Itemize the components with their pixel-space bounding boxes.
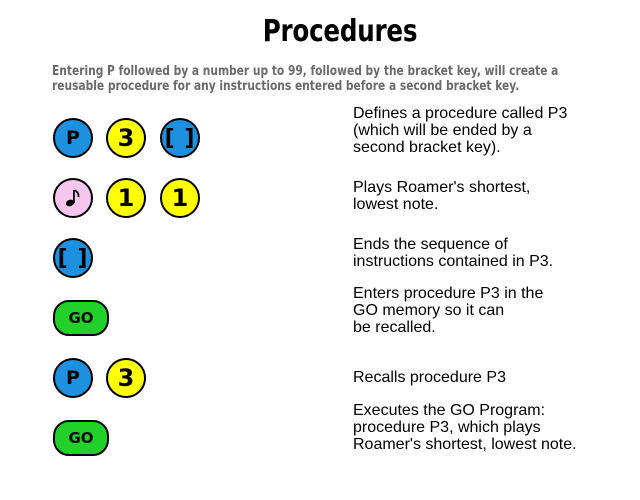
- procedure-row-1: P 3 [ ] Defines a procedure called P3 (w…: [0, 105, 640, 178]
- procedure-row-3: [ ] Ends the sequence of instructions co…: [0, 236, 640, 298]
- step-description: Defines a procedure called P3 (which wil…: [353, 105, 568, 156]
- intro-text: Entering P followed by a number up to 99…: [52, 64, 559, 94]
- music-note-icon: [65, 189, 80, 207]
- go-key-button: GO: [53, 300, 109, 336]
- procedure-row-2: 1 1 Plays Roamer's shortest, lowest note…: [0, 178, 640, 238]
- procedure-row-6: GO Executes the GO Program: procedure P3…: [0, 402, 640, 480]
- bracket-key-button: [ ]: [53, 238, 93, 278]
- step-description: Executes the GO Program: procedure P3, w…: [353, 402, 577, 453]
- bracket-key-button: [ ]: [160, 118, 200, 158]
- go-key-button: GO: [53, 420, 109, 456]
- step-description: Enters procedure P3 in the GO memory so …: [353, 285, 544, 336]
- step-description: Plays Roamer's shortest, lowest note.: [353, 179, 531, 213]
- number-1-key-button: 1: [106, 178, 146, 218]
- procedure-row-4: GO Enters procedure P3 in the GO memory …: [0, 285, 640, 360]
- p-key-button: P: [53, 358, 93, 398]
- note-icon: [53, 178, 93, 218]
- p-key-button: P: [53, 118, 93, 158]
- step-description: Recalls procedure P3: [353, 369, 506, 386]
- procedure-row-5: P 3 Recalls procedure P3: [0, 358, 640, 418]
- number-1-key-button: 1: [160, 178, 200, 218]
- page-title: Procedures: [262, 14, 418, 49]
- step-description: Ends the sequence of instructions contai…: [353, 236, 554, 270]
- number-3-key-button: 3: [106, 358, 146, 398]
- number-3-key-button: 3: [106, 118, 146, 158]
